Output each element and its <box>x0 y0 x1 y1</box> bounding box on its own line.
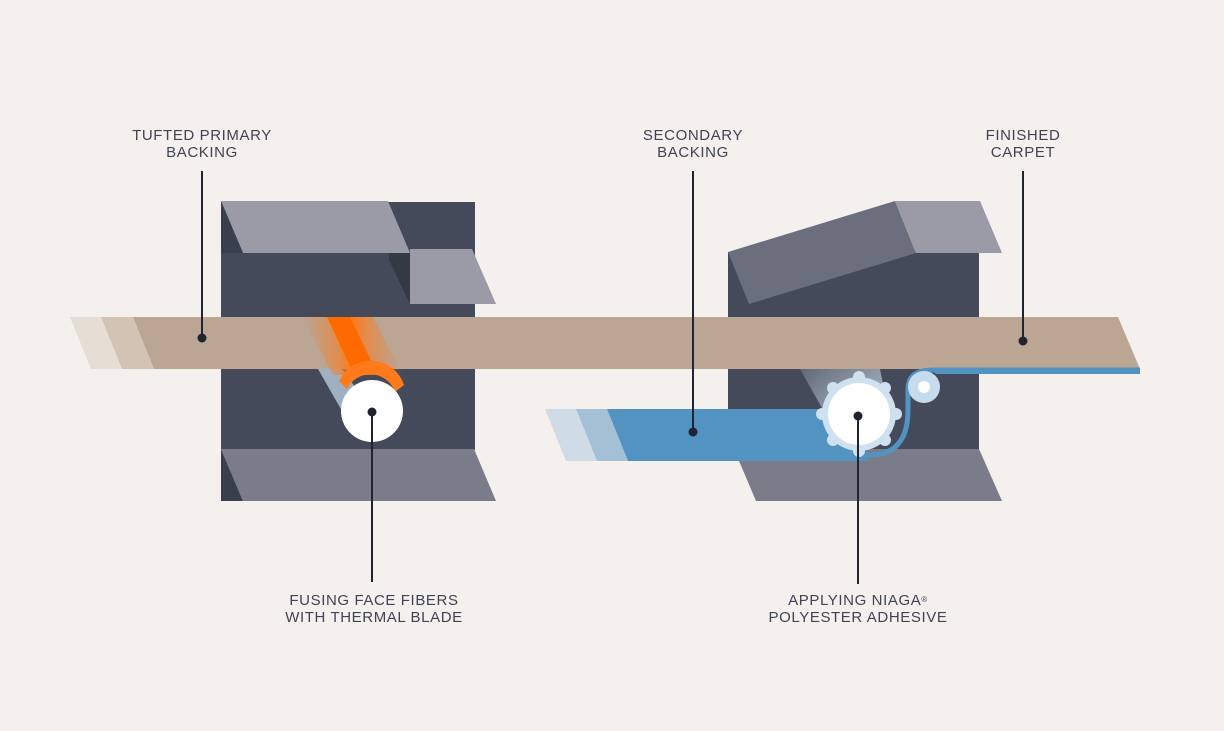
carpet-main-band <box>133 317 1140 369</box>
blade-edge-arc <box>339 360 404 392</box>
label-fusing-face-fibers: FUSING FACE FIBERS WITH THERMAL BLADE <box>254 592 494 626</box>
leader-tufted-dot <box>197 333 207 343</box>
label-tufted-primary-backing: TUFTED PRIMARY BACKING <box>102 127 302 161</box>
leader-finished-dot <box>1018 336 1028 346</box>
label-tufted-line1: TUFTED PRIMARY <box>132 127 272 144</box>
label-applying-adhesive: APPLYING NIAGA® POLYESTER ADHESIVE <box>738 592 978 626</box>
secondary-main-band <box>607 409 868 461</box>
carpet-fade-segment-1 <box>70 317 122 369</box>
leader-lines <box>197 171 1028 584</box>
secondary-fade-segment-1 <box>545 409 597 461</box>
label-finished-line1: FINISHED <box>985 127 1061 144</box>
right-machine-top-plate <box>728 201 916 304</box>
label-fusing-line2: WITH THERMAL BLADE <box>285 609 463 626</box>
left-machine-base-side <box>221 449 243 501</box>
left-machine-base <box>221 449 496 501</box>
left-machine-top-plate-side <box>221 201 243 253</box>
right-machine-base <box>734 449 1002 501</box>
secondary-fade-segment-2 <box>576 409 628 461</box>
label-secondary-backing: SECONDARY BACKING <box>593 127 793 161</box>
left-machine-step-block <box>410 249 496 304</box>
label-secondary-line1: SECONDARY <box>642 127 744 144</box>
carpet-fade-segment-2 <box>101 317 154 369</box>
adhesive-guide-roller <box>908 371 940 403</box>
right-machine-top-block <box>895 201 1002 253</box>
label-applying-line2: POLYESTER ADHESIVE <box>768 609 948 626</box>
blade-heat-core <box>327 317 378 375</box>
leader-fusing-dot <box>367 407 377 417</box>
carpet-strip <box>70 317 1140 369</box>
leader-secondary-dot <box>688 427 698 437</box>
secondary-backing-strip <box>545 367 1140 461</box>
label-applying-line1: APPLYING NIAGA <box>788 592 922 609</box>
left-machine-top-plate <box>221 201 410 253</box>
trademark-symbol: ® <box>921 595 928 604</box>
adhesive-wrap-path <box>845 367 1140 458</box>
label-tufted-line2: BACKING <box>166 144 238 161</box>
label-applying-line1-wrap: APPLYING NIAGA® <box>738 592 978 609</box>
leader-applying-dot <box>853 411 863 421</box>
label-finished-carpet: FINISHED CARPET <box>923 127 1123 161</box>
label-finished-line2: CARPET <box>990 144 1056 161</box>
label-secondary-line2: BACKING <box>657 144 729 161</box>
left-machine-step-shadow <box>389 253 410 304</box>
label-fusing-line1: FUSING FACE FIBERS <box>289 592 459 609</box>
